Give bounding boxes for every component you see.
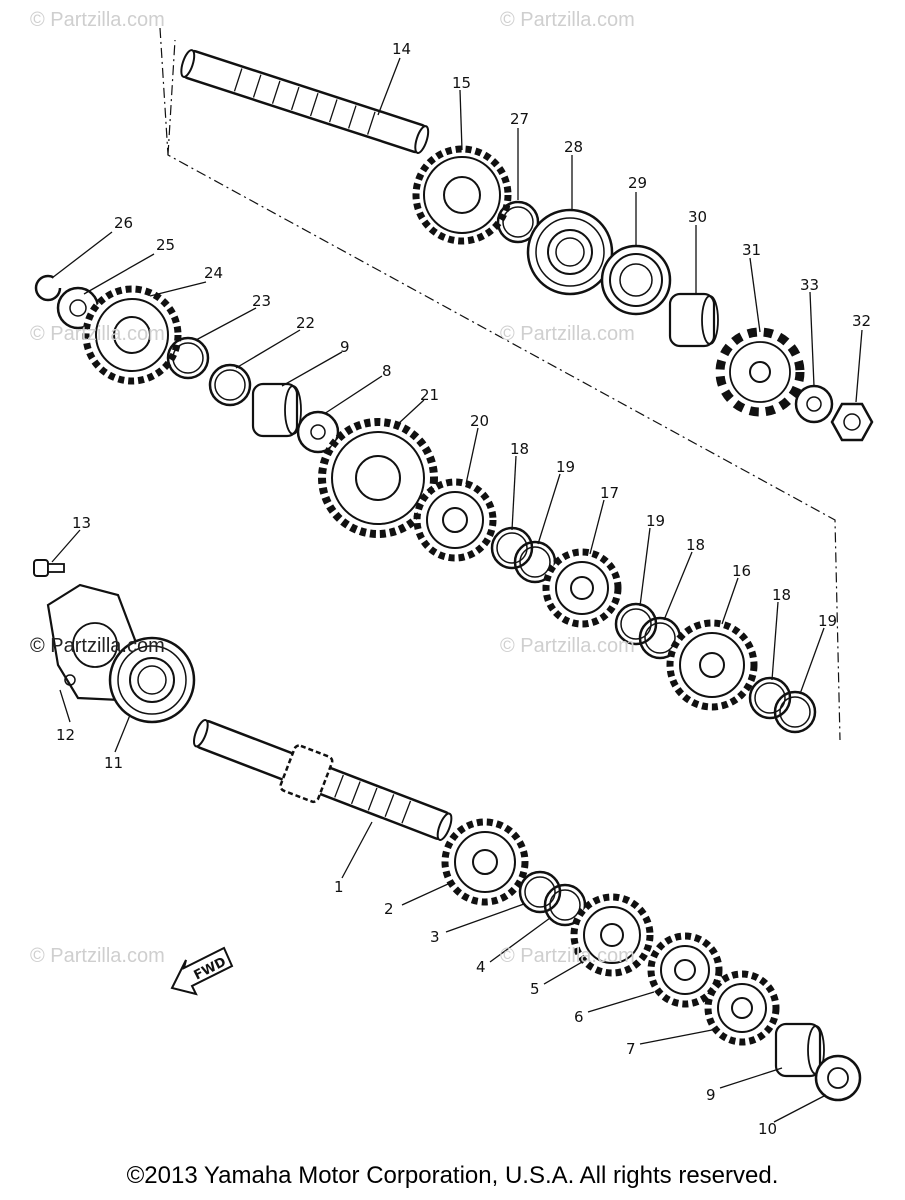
sprocket-31 bbox=[715, 327, 805, 417]
gear-15 bbox=[412, 145, 512, 245]
callout-27: 27 bbox=[510, 110, 529, 128]
bushing-9-upper bbox=[251, 382, 303, 438]
callout-30: 30 bbox=[688, 208, 707, 226]
callout-33: 33 bbox=[800, 276, 819, 294]
callout-18-c: 18 bbox=[772, 586, 791, 604]
callout-18-b: 18 bbox=[686, 536, 705, 554]
watermark-low-right: © Partzilla.com bbox=[500, 945, 635, 967]
callout-14: 14 bbox=[392, 40, 411, 58]
gear-21 bbox=[318, 418, 438, 538]
callout-19-b: 19 bbox=[646, 512, 665, 530]
callout-12: 12 bbox=[56, 726, 75, 744]
gear-24 bbox=[82, 285, 182, 385]
watermark-mid-left: © Partzilla.com bbox=[30, 323, 165, 345]
callout-13: 13 bbox=[72, 514, 91, 532]
callout-21: 21 bbox=[420, 386, 439, 404]
watermark-top-left: © Partzilla.com bbox=[30, 9, 165, 31]
callout-11: 11 bbox=[104, 754, 123, 772]
callout-19-a: 19 bbox=[556, 458, 575, 476]
lock-washer-33 bbox=[794, 384, 834, 424]
callout-17: 17 bbox=[600, 484, 619, 502]
callout-9-upper: 9 bbox=[340, 338, 350, 356]
spacer-30 bbox=[668, 292, 720, 348]
washer-3 bbox=[518, 870, 562, 914]
callout-24: 24 bbox=[204, 264, 223, 282]
leader-lines bbox=[51, 57, 863, 1123]
callout-10: 10 bbox=[758, 1120, 777, 1138]
gear-17 bbox=[542, 548, 622, 628]
circlip-26 bbox=[34, 274, 62, 302]
callout-6: 6 bbox=[574, 1008, 584, 1026]
bearing-10 bbox=[814, 1054, 862, 1102]
forward-arrow-icon: FWD bbox=[170, 946, 234, 996]
watermarks: © Partzilla.com © Partzilla.com © Partzi… bbox=[30, 9, 635, 967]
callout-1: 1 bbox=[334, 878, 344, 896]
gear-7 bbox=[704, 970, 780, 1046]
watermark-mid-right: © Partzilla.com bbox=[500, 323, 635, 345]
drive-axle-shaft bbox=[180, 49, 430, 154]
callout-16: 16 bbox=[732, 562, 751, 580]
washer-8 bbox=[296, 410, 340, 454]
circlip-22 bbox=[208, 363, 252, 407]
callout-19-c: 19 bbox=[818, 612, 837, 630]
gear-5 bbox=[570, 893, 654, 977]
exploded-parts-diagram: FWD bbox=[30, 9, 874, 1138]
callout-labels: 14 15 27 28 29 30 31 33 32 26 25 24 23 2… bbox=[56, 40, 871, 1138]
callout-26: 26 bbox=[114, 214, 133, 232]
gear-20 bbox=[413, 478, 497, 562]
callout-29: 29 bbox=[628, 174, 647, 192]
callout-20: 20 bbox=[470, 412, 489, 430]
callout-2: 2 bbox=[384, 900, 394, 918]
callout-4: 4 bbox=[476, 958, 486, 976]
watermark-center-left: © Partzilla.com bbox=[30, 635, 165, 657]
callout-18-a: 18 bbox=[510, 440, 529, 458]
watermark-top-right: © Partzilla.com bbox=[500, 9, 635, 31]
copyright-notice: ©2013 Yamaha Motor Corporation, U.S.A. A… bbox=[126, 1162, 779, 1189]
main-axle-shaft bbox=[193, 719, 453, 841]
circlip-18-c bbox=[748, 676, 792, 720]
oil-seal-29 bbox=[600, 244, 672, 316]
gear-6 bbox=[647, 932, 723, 1008]
watermark-low-left: © Partzilla.com bbox=[30, 945, 165, 967]
bearing-28 bbox=[526, 208, 614, 296]
callout-9-lower: 9 bbox=[706, 1086, 716, 1104]
callout-22: 22 bbox=[296, 314, 315, 332]
nut-32 bbox=[830, 402, 874, 442]
callout-32: 32 bbox=[852, 312, 871, 330]
gear-16 bbox=[666, 619, 758, 711]
screw-13 bbox=[33, 559, 65, 577]
watermark-center-right: © Partzilla.com bbox=[500, 635, 635, 657]
bushing-9-lower bbox=[774, 1022, 826, 1078]
callout-15: 15 bbox=[452, 74, 471, 92]
circlip-18-a bbox=[490, 526, 534, 570]
callout-28: 28 bbox=[564, 138, 583, 156]
callout-3: 3 bbox=[430, 928, 440, 946]
subassembly-boundary bbox=[159, 27, 841, 741]
callout-23: 23 bbox=[252, 292, 271, 310]
callout-7: 7 bbox=[626, 1040, 636, 1058]
callout-31: 31 bbox=[742, 241, 761, 259]
washer-19-c bbox=[773, 690, 817, 734]
callout-8: 8 bbox=[382, 362, 392, 380]
gear-2 bbox=[441, 818, 529, 906]
callout-25: 25 bbox=[156, 236, 175, 254]
callout-5: 5 bbox=[530, 980, 540, 998]
